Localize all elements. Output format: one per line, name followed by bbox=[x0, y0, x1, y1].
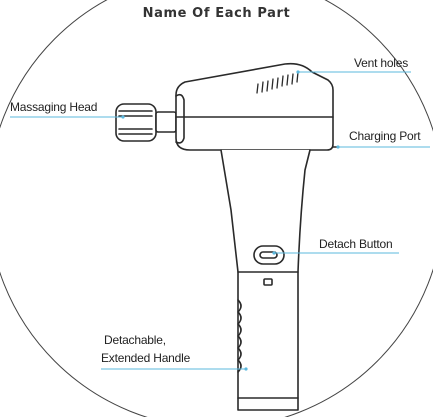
diagram-title: Name Of Each Part bbox=[142, 6, 291, 21]
leader-dot-button bbox=[272, 251, 276, 255]
label-vent-holes: Vent holes bbox=[354, 56, 409, 70]
label-charging-port: Charging Port bbox=[349, 129, 421, 143]
label-massaging-head: Massaging Head bbox=[10, 100, 98, 114]
massaging-head bbox=[115, 103, 177, 142]
leader-dot-handle bbox=[244, 367, 248, 371]
gun-handle bbox=[220, 149, 311, 411]
leader-lines bbox=[10, 71, 430, 370]
label-extended-handle: Extended Handle bbox=[101, 351, 191, 365]
leader-dot-port bbox=[336, 145, 340, 149]
detach-button bbox=[253, 245, 285, 265]
leader-dot-head bbox=[121, 115, 125, 119]
label-detach-button: Detach Button bbox=[319, 237, 393, 251]
vent-holes bbox=[256, 71, 299, 94]
gun-body-top bbox=[175, 62, 339, 151]
leader-dot-vent bbox=[296, 70, 300, 74]
label-detachable: Detachable, bbox=[104, 333, 166, 347]
